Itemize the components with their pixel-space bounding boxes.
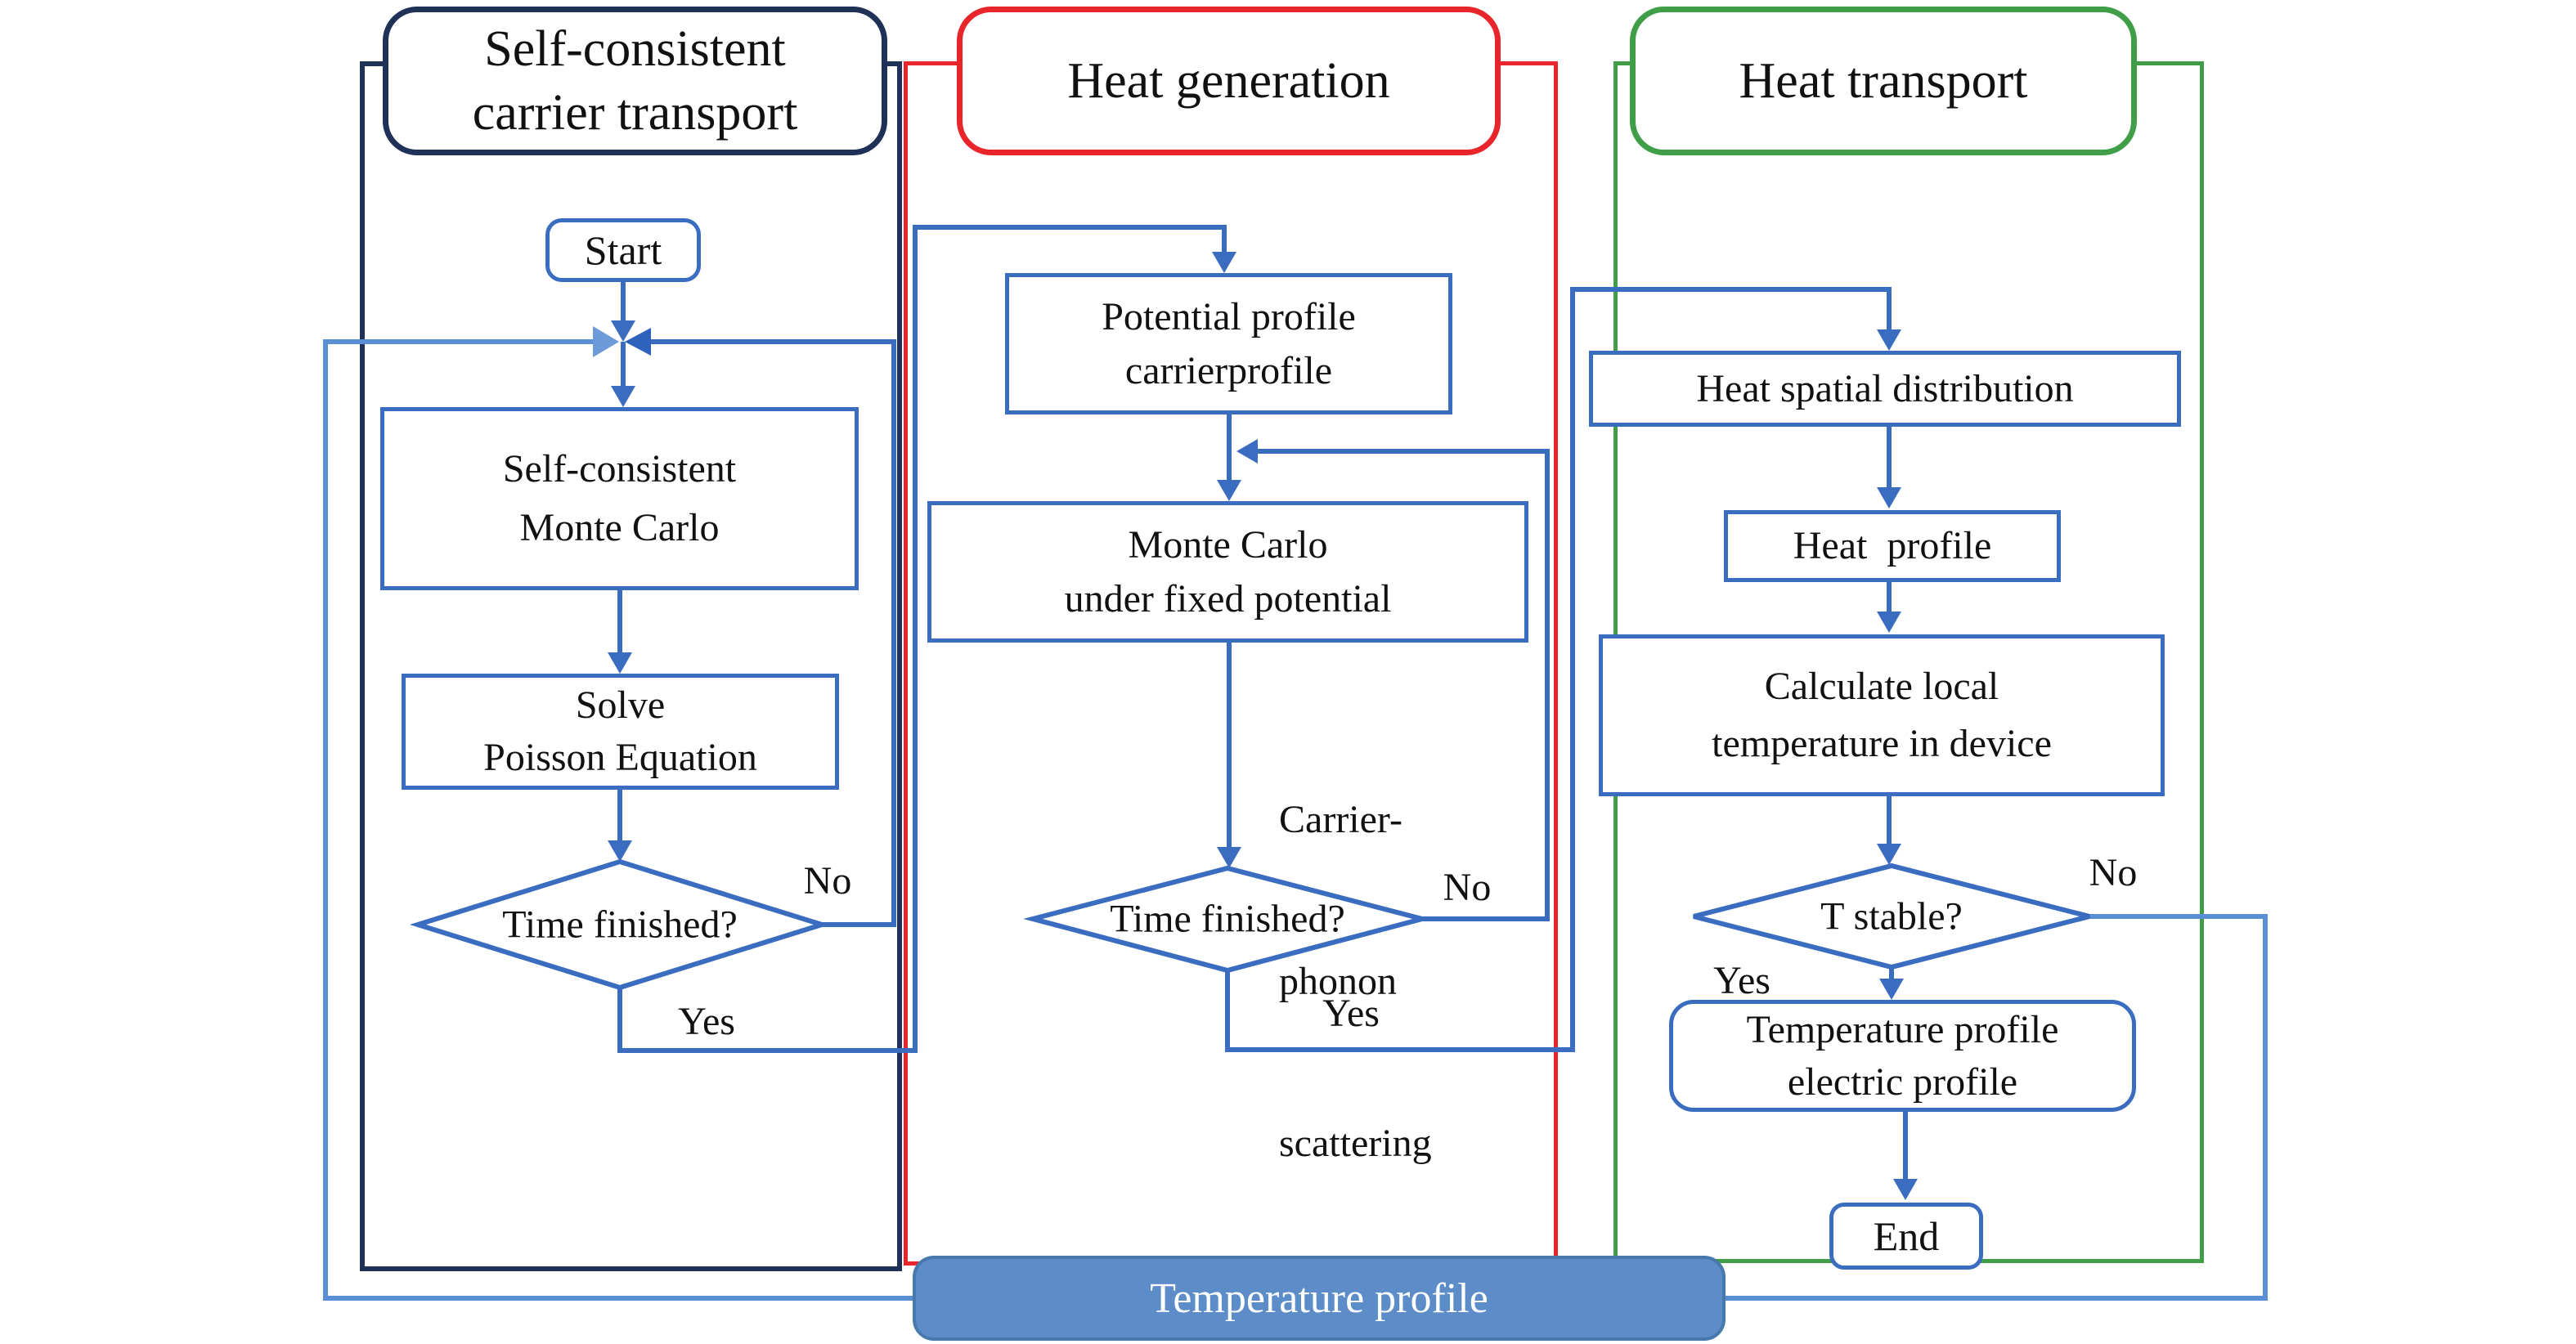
heat-profile-node: Heat profile — [1724, 510, 2061, 582]
time-finished2-yes-label: Yes — [1322, 992, 1380, 1035]
potential-profile-node: Potential profile carrierprofile — [1005, 273, 1452, 414]
time-finished2-no-label: No — [1443, 866, 1492, 909]
header-self-consistent-carrier-transport: Self-consistent carrier transport — [383, 7, 887, 155]
temperature-electric-profile-node: Temperature profile electric profile — [1669, 1000, 2136, 1112]
sc-mc-line2: Monte Carlo — [519, 506, 720, 549]
solve-poisson-node: Solve Poisson Equation — [402, 674, 839, 790]
scattering-line2: phonon — [1279, 960, 1397, 1003]
end-label: End — [1873, 1213, 1940, 1259]
temp-electric-line2: electric profile — [1787, 1060, 2018, 1104]
header-heat-generation: Heat generation — [957, 7, 1501, 155]
time-finished1-yes-label: Yes — [678, 1000, 735, 1043]
merge-junction-arrows — [593, 326, 651, 357]
heat-spatial-label: Heat spatial distribution — [1696, 366, 2074, 410]
arrowhead-into-decision2-icon — [1217, 847, 1241, 868]
time-finished1-no-label: No — [803, 859, 852, 903]
start-node: Start — [545, 218, 701, 282]
t-stable-diamond — [1693, 862, 2090, 970]
calculate-local-temperature-node: Calculate local temperature in device — [1599, 634, 2165, 796]
arrowhead-mcfixed-feedback-icon — [1236, 439, 1258, 464]
heat-profile-label: Heat profile — [1793, 524, 1992, 567]
arrowhead-into-calc-icon — [1877, 612, 1901, 633]
arrowhead-into-potential-profile-icon — [1212, 252, 1236, 273]
potential-line1: Potential profile — [1102, 294, 1356, 338]
poisson-line2: Poisson Equation — [483, 736, 757, 779]
arrowhead-into-poisson-icon — [608, 652, 632, 674]
arrowhead-into-self-consistent-mc-icon — [611, 386, 635, 407]
arrowhead-into-decision3-icon — [1877, 844, 1901, 865]
poisson-line1: Solve — [575, 683, 666, 727]
temp-electric-line1: Temperature profile — [1746, 1007, 2059, 1051]
monte-carlo-fixed-potential-node: Monte Carlo under fixed potential — [927, 501, 1528, 643]
time-finished1-yes-line — [617, 225, 1227, 1053]
merge-right-arrowhead-icon — [625, 328, 651, 356]
arrowhead-into-decision1-icon — [608, 840, 632, 862]
header3-label: Heat transport — [1739, 53, 2028, 109]
sc-mc-line1: Self-consistent — [502, 447, 737, 491]
temperature-profile-bar: Temperature profile — [913, 1256, 1726, 1341]
self-consistent-monte-carlo-node: Self-consistent Monte Carlo — [380, 407, 859, 590]
end-node: End — [1829, 1203, 1983, 1270]
arrowhead-into-end-icon — [1893, 1179, 1918, 1200]
time-finished1-diamond — [409, 858, 831, 991]
t-stable-yes-label: Yes — [1713, 959, 1770, 1002]
time-finished2-label: Time finished? — [1110, 897, 1345, 941]
temperature-profile-bar-label: Temperature profile — [1150, 1275, 1488, 1322]
header-heat-transport: Heat transport — [1630, 7, 2137, 155]
t-stable-no-label: No — [2089, 851, 2138, 894]
scattering-line3: scattering — [1279, 1122, 1432, 1165]
arrowhead-into-mcfixed-icon — [1217, 480, 1241, 501]
merge-left-arrowhead-icon — [593, 326, 619, 357]
time-finished2-diamond — [1023, 865, 1432, 974]
time-finished1-no-line — [651, 339, 896, 927]
potential-line2: carrierprofile — [1124, 348, 1333, 392]
header1-line2: carrier transport — [472, 85, 798, 141]
t-stable-label: T stable? — [1820, 894, 1963, 939]
arrowhead-into-heat-spatial-icon — [1877, 329, 1901, 351]
start-label: Start — [584, 227, 662, 273]
scattering-line1: Carrier- — [1279, 798, 1402, 841]
mcfixed-line1: Monte Carlo — [1128, 522, 1328, 567]
arrowhead-into-junction-icon — [611, 320, 635, 342]
mcfixed-line2: under fixed potential — [1064, 576, 1392, 620]
carrier-phonon-scattering-label: Carrier- phonon scattering — [1279, 685, 1432, 1279]
calc-line1: Calculate local — [1764, 665, 1999, 708]
time-finished2-yes-line — [1225, 287, 1892, 1052]
time-finished2-no-line — [1256, 449, 1550, 921]
heat-spatial-distribution-node: Heat spatial distribution — [1589, 351, 2181, 427]
arrowhead-into-heat-profile-icon — [1877, 487, 1901, 508]
header2-label: Heat generation — [1067, 53, 1390, 109]
header1-line1: Self-consistent — [484, 21, 786, 77]
time-finished1-label: Time finished? — [502, 903, 738, 947]
arrowhead-into-temp-electric-icon — [1879, 979, 1904, 1000]
calc-line2: temperature in device — [1712, 722, 2052, 765]
